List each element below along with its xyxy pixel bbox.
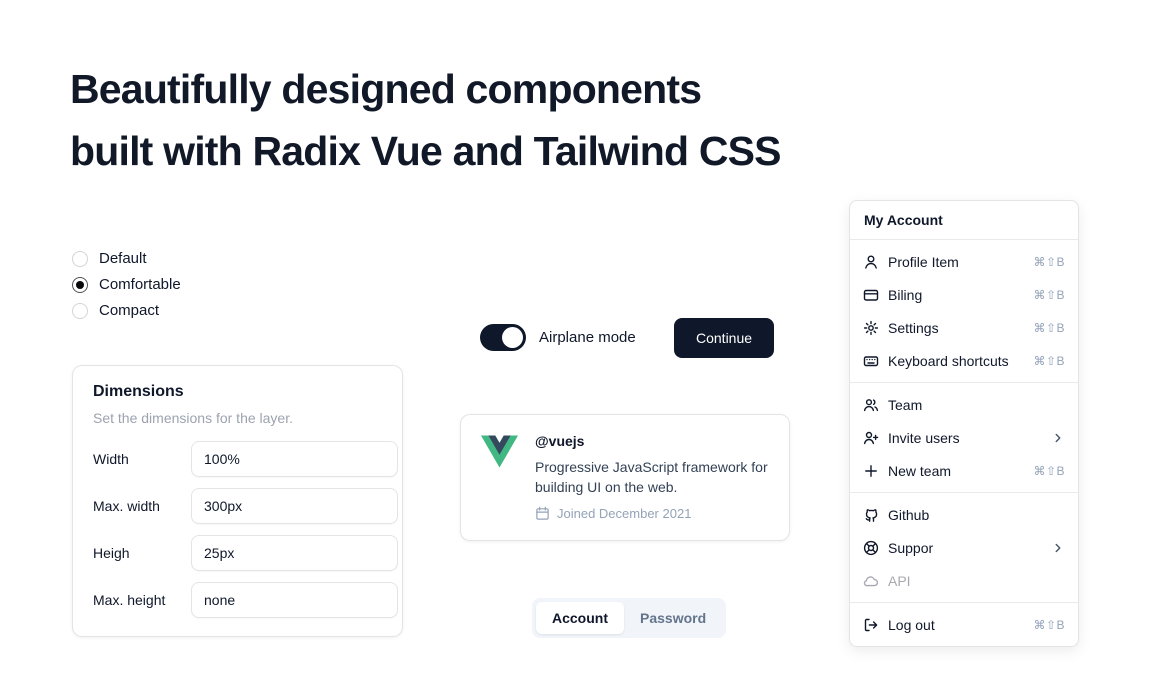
menu-item-label: Biling — [888, 286, 923, 303]
menu-item-keyboard-shortcuts[interactable]: Keyboard shortcuts ⌘⇧B — [850, 344, 1078, 377]
menu-title: My Account — [864, 212, 943, 228]
radio-label: Comfortable — [99, 276, 181, 293]
menu-separator — [850, 382, 1078, 383]
vuejs-logo-icon — [481, 435, 518, 468]
chevron-right-icon — [1055, 543, 1061, 552]
height-field[interactable] — [191, 535, 398, 571]
menu-group-logout: Log out ⌘⇧B — [850, 603, 1078, 646]
field-row-width: Width — [93, 441, 398, 477]
radio-circle-icon[interactable] — [72, 250, 88, 267]
lifebuoy-icon — [863, 540, 879, 555]
menu-item-label: Invite users — [888, 429, 960, 446]
field-row-max-width: Max. width — [93, 488, 398, 524]
dimensions-card: Dimensions Set the dimensions for the la… — [72, 365, 403, 637]
field-row-height: Heigh — [93, 535, 398, 571]
continue-button[interactable]: Continue — [674, 318, 775, 358]
density-radio-group: Default Comfortable Compact — [72, 250, 181, 319]
menu-item-profile[interactable]: Profile Item ⌘⇧B — [850, 245, 1078, 278]
width-field[interactable] — [191, 441, 398, 477]
radio-option-default[interactable]: Default — [72, 250, 181, 267]
page-title-line-2: built with Radix Vue and Tailwind CSS — [70, 128, 782, 174]
vuejs-handle: @vuejs — [535, 433, 585, 449]
users-icon — [863, 398, 879, 411]
airplane-mode-row: Airplane mode — [480, 324, 636, 351]
menu-shortcut: ⌘⇧B — [1033, 320, 1065, 335]
menu-shortcut: ⌘⇧B — [1033, 254, 1065, 269]
menu-separator — [850, 239, 1078, 240]
github-icon — [865, 508, 878, 522]
menu-item-label: Settings — [888, 319, 939, 336]
menu-item-billing[interactable]: Biling ⌘⇧B — [850, 278, 1078, 311]
menu-separator — [850, 492, 1078, 493]
menu-item-api: API — [850, 564, 1078, 597]
page-title: Beautifully designed components built wi… — [70, 58, 782, 182]
menu-item-support[interactable]: Suppor — [850, 531, 1078, 564]
vuejs-card-body: @vuejs Progressive JavaScript framework … — [535, 433, 769, 522]
calendar-icon — [536, 506, 549, 520]
menu-shortcut: ⌘⇧B — [1033, 617, 1065, 632]
radio-label: Default — [99, 250, 147, 267]
menu-item-settings[interactable]: Settings ⌘⇧B — [850, 311, 1078, 344]
field-row-max-height: Max. height — [93, 582, 398, 618]
menu-item-label: Suppor — [888, 539, 934, 556]
airplane-mode-label: Airplane mode — [539, 329, 636, 346]
vuejs-joined-row: Joined December 2021 — [535, 506, 769, 521]
radio-circle-checked-icon[interactable] — [72, 276, 88, 293]
vuejs-hovercard: @vuejs Progressive JavaScript framework … — [460, 414, 790, 541]
menu-item-label: API — [888, 572, 911, 589]
menu-item-invite-users[interactable]: Invite users — [850, 421, 1078, 454]
dimensions-title: Dimensions — [93, 383, 184, 400]
credit-card-icon — [863, 289, 879, 301]
menu-item-label: Github — [888, 506, 930, 523]
menu-item-label: Keyboard shortcuts — [888, 352, 1009, 369]
menu-group-misc: Github Suppor API — [850, 493, 1078, 602]
menu-item-label: New team — [888, 462, 952, 479]
menu-group-team: Team Invite users New team ⌘⇧B — [850, 383, 1078, 492]
toggle-knob — [502, 327, 523, 348]
field-label: Heigh — [93, 545, 130, 561]
menu-shortcut: ⌘⇧B — [1033, 287, 1065, 302]
menu-item-new-team[interactable]: New team ⌘⇧B — [850, 454, 1078, 487]
dimensions-subtitle: Set the dimensions for the layer. — [93, 410, 293, 426]
menu-item-label: Log out — [888, 616, 935, 633]
user-plus-icon — [863, 431, 879, 444]
field-label: Max. height — [93, 592, 166, 608]
menu-item-team[interactable]: Team — [850, 388, 1078, 421]
menu-shortcut: ⌘⇧B — [1033, 463, 1065, 478]
tab-account[interactable]: Account — [536, 602, 624, 634]
plus-icon — [865, 464, 877, 477]
menu-item-log-out[interactable]: Log out ⌘⇧B — [850, 608, 1078, 641]
radio-option-comfortable[interactable]: Comfortable — [72, 276, 181, 293]
max-width-field[interactable] — [191, 488, 398, 524]
user-icon — [865, 255, 877, 269]
dimensions-fields: Width Max. width Heigh Max. height — [93, 441, 398, 618]
radio-option-compact[interactable]: Compact — [72, 302, 181, 319]
chevron-right-icon — [1055, 433, 1061, 442]
cloud-icon — [863, 575, 879, 586]
menu-item-label: Profile Item — [888, 253, 959, 270]
menu-separator — [850, 602, 1078, 603]
radio-circle-icon[interactable] — [72, 302, 88, 319]
field-label: Width — [93, 451, 129, 467]
airplane-mode-toggle[interactable] — [480, 324, 526, 351]
account-tabs: Account Password — [532, 598, 727, 638]
vuejs-joined-text: Joined December 2021 — [557, 506, 692, 521]
logout-icon — [864, 618, 878, 631]
menu-item-github[interactable]: Github — [850, 498, 1078, 531]
my-account-menu: My Account Profile Item ⌘⇧B Biling ⌘⇧B S… — [849, 200, 1079, 647]
radio-label: Compact — [99, 302, 160, 319]
menu-shortcut: ⌘⇧B — [1033, 353, 1065, 368]
page-title-line-1: Beautifully designed components — [70, 66, 702, 112]
gear-icon — [863, 320, 879, 335]
menu-group-profile: Profile Item ⌘⇧B Biling ⌘⇧B Settings ⌘⇧B… — [850, 240, 1078, 382]
max-height-field[interactable] — [191, 582, 398, 618]
tab-password[interactable]: Password — [640, 610, 707, 626]
vuejs-description: Progressive JavaScript framework for bui… — [535, 459, 768, 495]
keyboard-icon — [863, 355, 879, 366]
menu-item-label: Team — [888, 396, 923, 413]
field-label: Max. width — [93, 498, 160, 514]
